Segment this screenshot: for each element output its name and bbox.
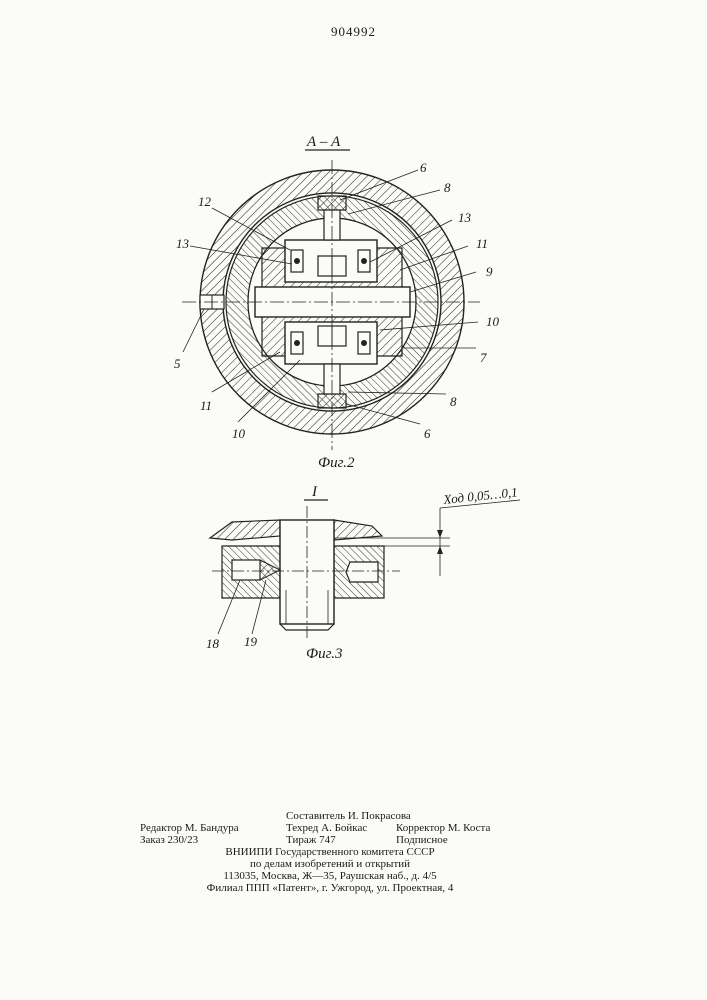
fig3-caption: Фиг.3 xyxy=(306,646,342,662)
figure-3: I Ход 0,05…0,1 18 19 xyxy=(206,484,520,662)
bearing-ball xyxy=(294,258,300,264)
dim-arrow-bottom xyxy=(437,546,443,554)
callout-10-right: 10 xyxy=(486,314,500,329)
callout-10-left: 10 xyxy=(232,426,246,441)
callout-7: 7 xyxy=(480,350,487,365)
bearing-ball xyxy=(361,258,367,264)
callout-11-right: 11 xyxy=(476,236,488,251)
callout-19: 19 xyxy=(244,634,258,649)
editor: Редактор М. Бандура xyxy=(140,822,239,834)
callout-6-bottom: 6 xyxy=(424,426,431,441)
upper-plate xyxy=(210,520,280,540)
bearing-ball xyxy=(294,340,300,346)
compiler: Составитель И. Покрасова xyxy=(286,810,411,822)
circulation: Тираж 747 xyxy=(286,834,336,846)
callout-6-top: 6 xyxy=(420,160,427,175)
callout-11-left: 11 xyxy=(200,398,212,413)
org-line-2: по делам изобретений и открытий xyxy=(140,858,520,870)
subscription: Подписное xyxy=(396,834,448,846)
callout-12: 12 xyxy=(198,194,212,209)
branch: Филиал ППП «Патент», г. Ужгород, ул. Про… xyxy=(140,882,520,894)
detail-label: I xyxy=(311,484,318,500)
callout-5: 5 xyxy=(174,356,181,371)
callout-8-top: 8 xyxy=(444,180,451,195)
callout-13-left: 13 xyxy=(176,236,190,251)
screw-18 xyxy=(232,560,260,580)
upper-plate-right xyxy=(334,520,382,540)
right-plug xyxy=(346,562,378,582)
figure-2: А – А xyxy=(174,134,500,471)
callout-18: 18 xyxy=(206,636,220,651)
dim-arrow-top xyxy=(437,530,443,538)
section-label: А – А xyxy=(306,134,341,150)
address: 113035, Москва, Ж—35, Раушская наб., д. … xyxy=(140,870,520,882)
callout-8-bottom: 8 xyxy=(450,394,457,409)
corrector: Корректор М. Коста xyxy=(396,822,490,834)
callout-9: 9 xyxy=(486,264,493,279)
techred: Техред А. Бойкас xyxy=(286,822,367,834)
imprint-block: Составитель И. Покрасова Редактор М. Бан… xyxy=(140,810,520,894)
order: Заказ 230/23 xyxy=(140,834,198,846)
fig2-caption: Фиг.2 xyxy=(318,455,355,471)
callout-13-right: 13 xyxy=(458,210,472,225)
org-line-1: ВНИИПИ Государственного комитета СССР xyxy=(140,846,520,858)
bearing-ball xyxy=(361,340,367,346)
